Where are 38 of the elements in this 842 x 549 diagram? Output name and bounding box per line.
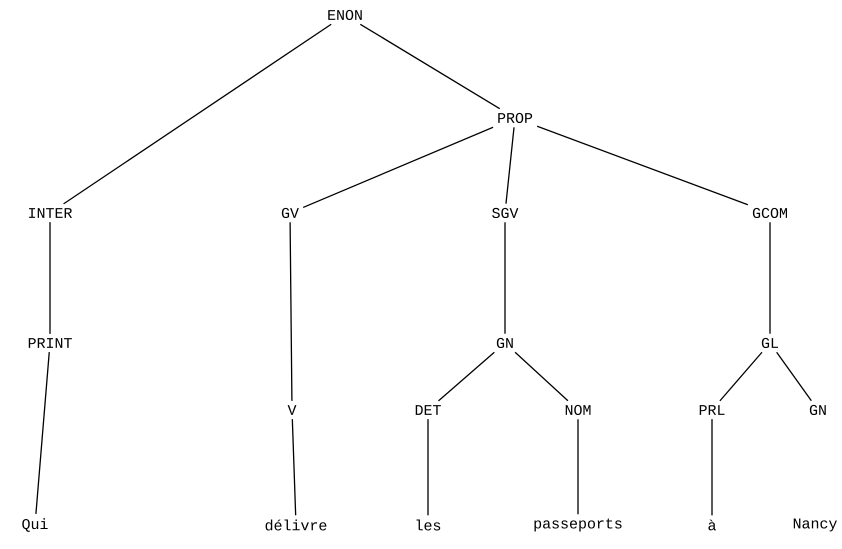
tree-branch: [63, 24, 332, 204]
tree-label: PRINT: [28, 338, 72, 348]
tree-label: PROP: [498, 112, 532, 124]
tree-branch: [302, 126, 494, 208]
tree-label: les: [416, 520, 440, 530]
tree-branch: [289, 222, 293, 401]
tree-label: délivre: [266, 519, 326, 530]
tree-label: PRL: [700, 405, 724, 415]
tree-branch: [438, 352, 495, 402]
tree-label: SGV: [492, 208, 518, 218]
tree-branch: [514, 352, 568, 402]
tree-label: Qui: [22, 518, 48, 532]
tree-branch: [360, 24, 500, 110]
tree-branch: [536, 126, 748, 206]
tree-branch: [504, 222, 506, 334]
tree-branch: [505, 127, 515, 204]
tree-branch: [719, 352, 762, 402]
tree-label: NOM: [566, 404, 590, 416]
tree-branch: [577, 419, 579, 514]
tree-branch: [769, 222, 771, 334]
tree-branch: [35, 352, 50, 514]
tree-label: passeports: [534, 518, 622, 532]
tree-label: DET: [416, 405, 441, 415]
tree-branch: [711, 419, 713, 516]
tree-branch: [776, 352, 812, 402]
tree-label: ENON: [328, 10, 362, 20]
tree-label: GN: [496, 338, 513, 348]
tree-branch: [427, 419, 429, 516]
tree-label: Nancy: [794, 518, 837, 532]
tree-branch: [292, 419, 296, 516]
tree-label: GL: [762, 338, 778, 348]
tree-label: V: [288, 405, 296, 415]
tree-label: GV: [282, 208, 299, 218]
tree-label: GN: [810, 404, 826, 416]
tree-branch: [49, 222, 51, 334]
tree-label: GCOM: [752, 208, 787, 218]
tree-label: INTER: [29, 208, 72, 218]
tree-label: à: [708, 520, 716, 530]
